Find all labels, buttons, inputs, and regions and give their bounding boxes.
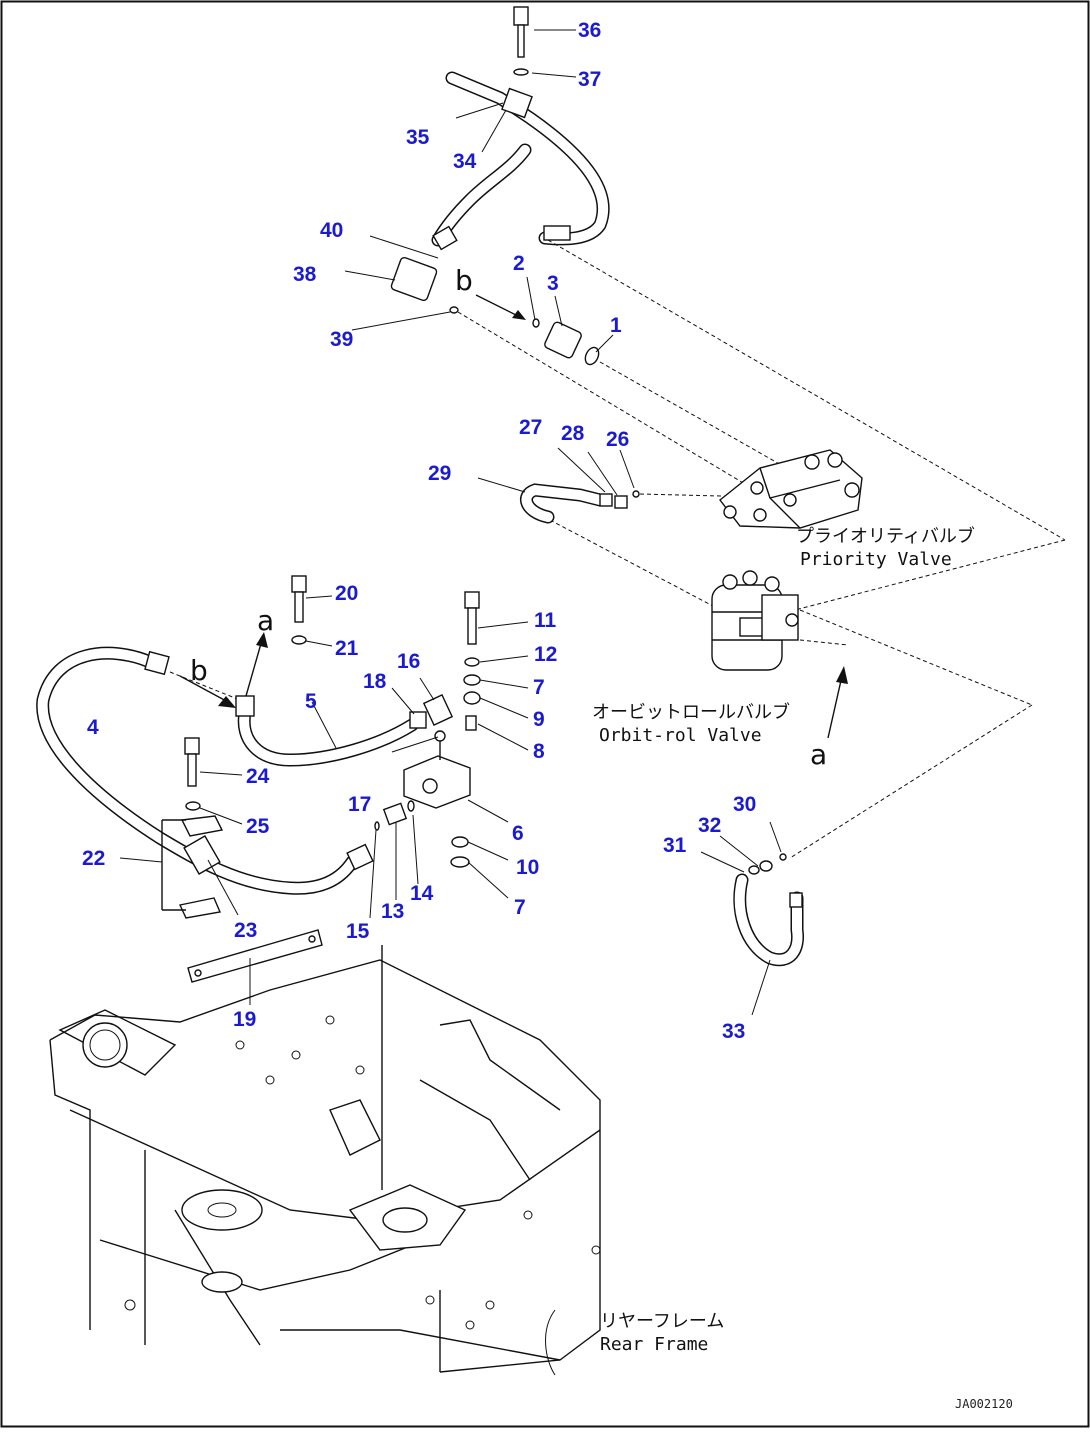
top-leader-lines [457,239,1066,616]
letter-b-left: b [190,654,208,687]
callout-38: 38 [293,263,317,286]
callout-2: 2 [513,252,525,275]
callout-32: 32 [698,814,721,837]
callout-12: 12 [534,643,557,666]
priority-valve-label-jp: プライオリティバルブ [796,525,975,547]
callout-16: 16 [397,650,420,673]
callout-23: 23 [234,919,257,942]
callout-27: 27 [519,416,542,439]
letter-a-right: a [810,738,827,771]
hose-5 [235,632,454,767]
callout-19: 19 [233,1008,256,1031]
callout-1: 1 [610,314,622,337]
top-hose-assembly [344,6,614,366]
callout-22: 22 [82,847,105,870]
rear-frame-label-en: Rear Frame [600,1334,708,1355]
callout-29: 29 [428,462,451,485]
callout-33: 33 [722,1020,745,1043]
orbitrol-valve-label-en: Orbit-rol Valve [599,725,762,746]
callout-18: 18 [363,670,387,693]
callout-28: 28 [561,422,585,445]
callout-13: 13 [381,900,404,923]
callout-11: 11 [534,609,557,632]
clamp-22 [119,815,239,919]
callout-37: 37 [578,68,601,91]
bar-19 [187,929,323,1005]
callout-39: 39 [330,328,353,351]
callout-35: 35 [406,126,430,149]
priority-valve [719,449,863,529]
orbitrol-valve [711,570,1033,859]
callout-15: 15 [346,920,370,943]
callout-31: 31 [663,834,687,857]
bolts [184,575,529,825]
hose-33 [700,821,805,1016]
callout-9: 9 [533,708,545,731]
callout-40: 40 [320,219,343,242]
callout-14: 14 [410,882,434,905]
block-6 [369,730,509,1190]
callout-numbers: 1 2 3 4 5 6 7 7 8 9 10 11 12 13 14 15 16… [82,19,756,1043]
hose-29 [477,447,640,524]
callout-8: 8 [533,740,545,763]
callout-25: 25 [246,815,270,838]
callout-34: 34 [453,150,477,173]
callout-36: 36 [578,19,601,42]
callout-30: 30 [733,793,756,816]
callout-7-upper: 7 [533,676,545,699]
drawing-code: JA002120 [955,1397,1013,1411]
rear-frame-label-jp: リヤーフレーム [600,1311,724,1332]
callout-4: 4 [87,716,99,739]
callout-10: 10 [516,856,539,879]
callout-17: 17 [348,793,371,816]
orbitrol-valve-label-jp: オービットロールバルブ [592,701,790,723]
callout-20: 20 [335,582,358,605]
callout-7-lower: 7 [514,896,526,919]
callout-21: 21 [335,637,359,660]
callout-6: 6 [512,822,524,845]
callout-26: 26 [606,428,629,451]
rear-frame [49,959,601,1376]
priority-valve-label-en: Priority Valve [800,549,952,570]
callout-24: 24 [246,765,270,788]
callout-3: 3 [547,272,559,295]
letter-a-left: a [257,604,274,637]
callout-5: 5 [305,690,317,713]
letter-b-top: b [455,264,473,297]
